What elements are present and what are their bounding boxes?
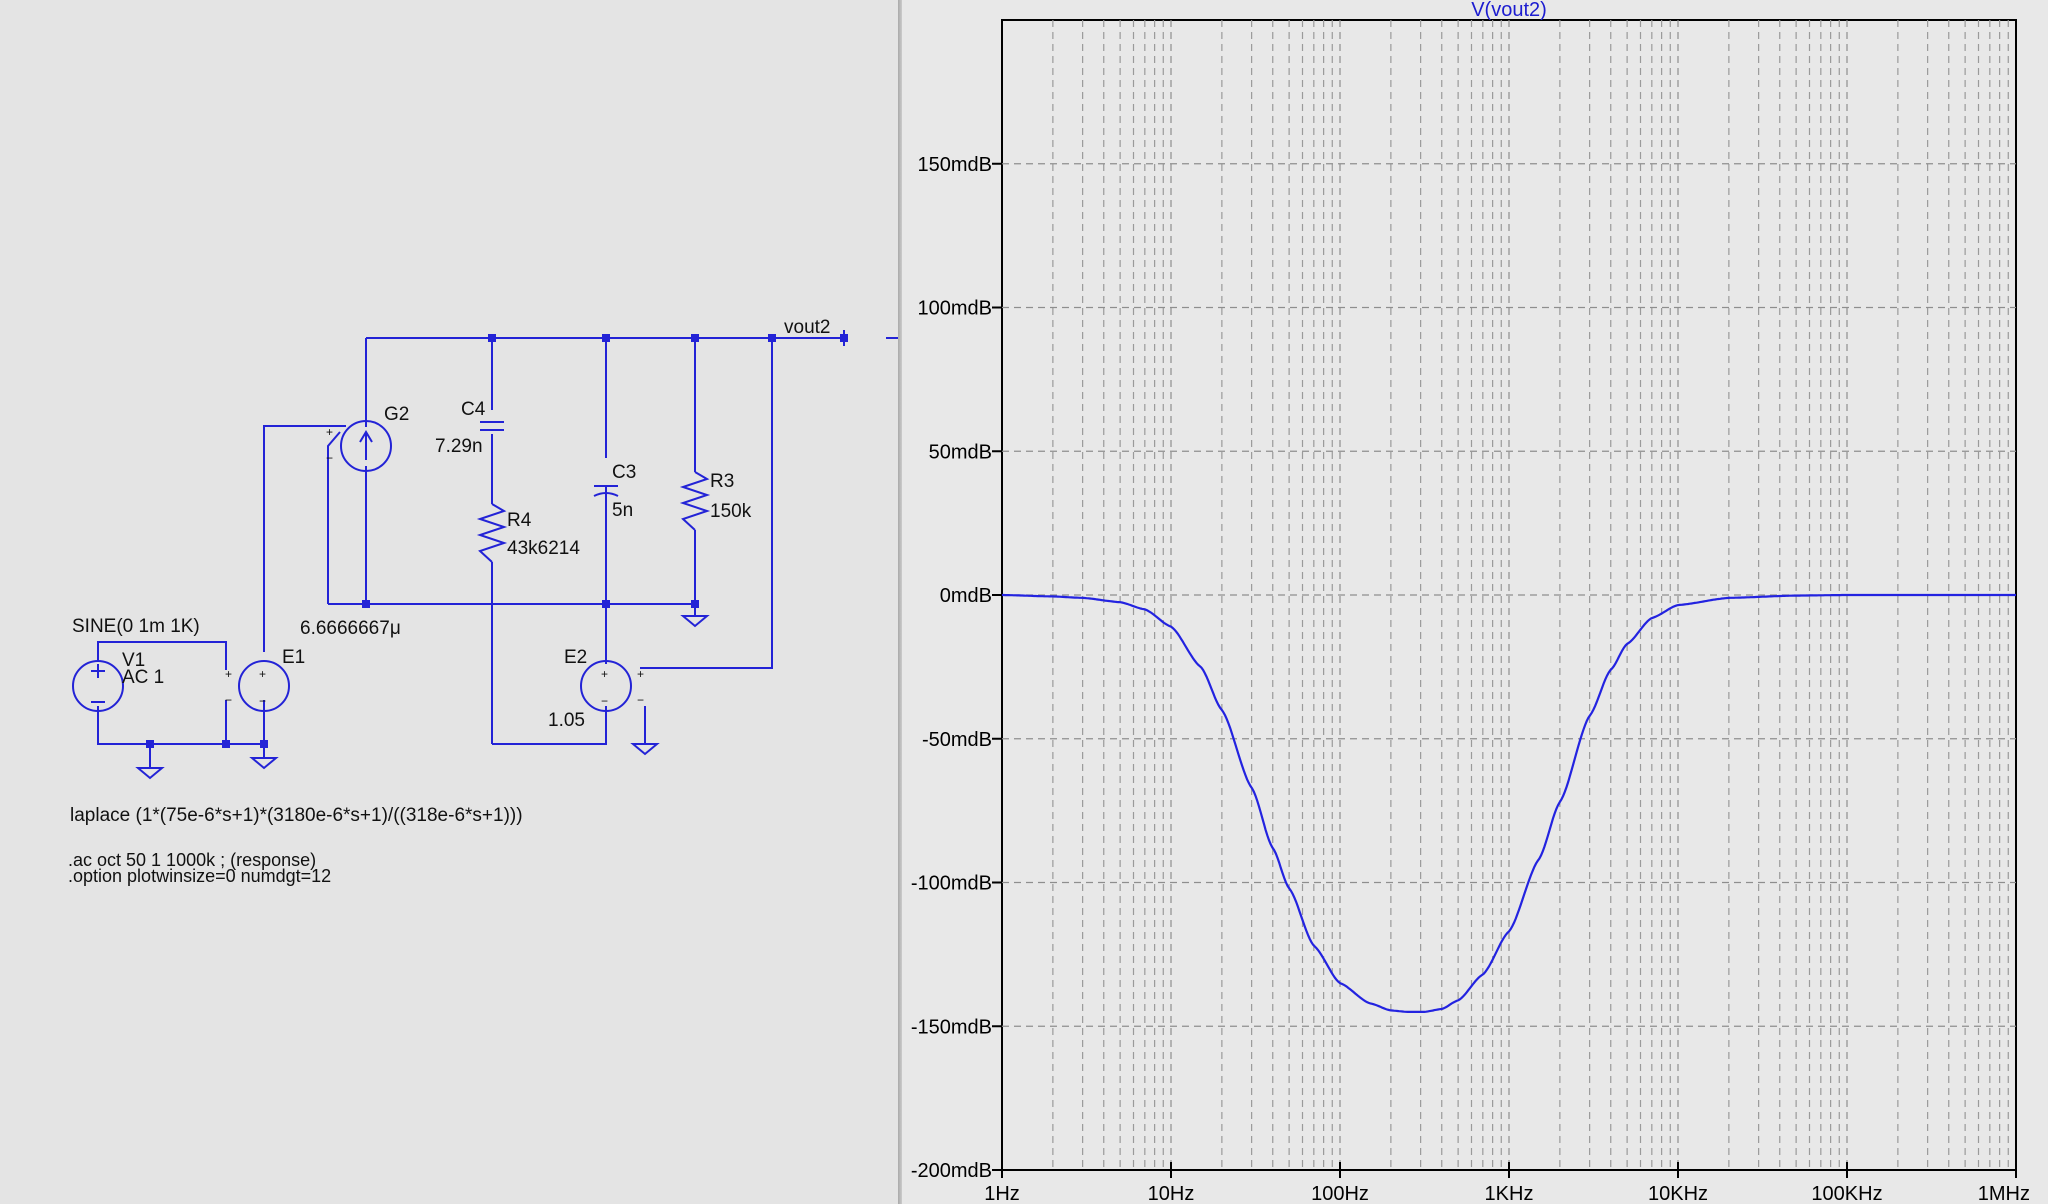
net-label-vout2[interactable]: vout2 <box>784 317 830 338</box>
x-tick-label: 10KHz <box>1648 1183 1708 1204</box>
x-tick-label: 10Hz <box>1148 1183 1195 1204</box>
y-tick-label: -200mdB <box>911 1160 992 1182</box>
svg-text:+: + <box>601 667 608 681</box>
directive-option[interactable]: .option plotwinsize=0 numdgt=12 <box>68 866 331 886</box>
r3-value: 150k <box>710 501 752 522</box>
e2-name: E2 <box>564 647 587 668</box>
e1-value: laplace (1*(75e-6*s+1)*(3180e-6*s+1)/((3… <box>70 805 523 826</box>
svg-text:−: − <box>601 694 608 708</box>
y-tick-label: -50mdB <box>922 729 992 751</box>
y-tick-label: 50mdB <box>929 441 992 463</box>
v1-voltage-source[interactable] <box>72 660 124 712</box>
trace-vout2[interactable] <box>1002 593 2016 1013</box>
r3-resistor[interactable] <box>679 471 711 531</box>
y-tick-label: 0mdB <box>940 585 992 607</box>
schematic-editor[interactable]: + − G2 6.6666667μ C4 7.29n R4 43k6214 C3… <box>0 0 900 1204</box>
g2-name: G2 <box>384 404 409 425</box>
svg-text:+: + <box>259 667 266 681</box>
y-tick-label: -100mdB <box>911 873 992 895</box>
wires <box>97 330 898 768</box>
r4-name: R4 <box>507 510 532 531</box>
svg-text:−: − <box>637 693 644 707</box>
svg-text:−: − <box>259 694 266 708</box>
e1-name: E1 <box>282 647 305 668</box>
plot-title[interactable]: V(vout2) <box>1471 0 1547 21</box>
g2-value: 6.6666667μ <box>300 618 401 639</box>
y-tick-label: 150mdB <box>918 154 993 176</box>
c4-name: C4 <box>461 399 486 420</box>
svg-text:+: + <box>225 667 232 681</box>
y-tick-label: -150mdB <box>911 1016 992 1038</box>
ground-symbols <box>135 604 710 780</box>
x-tick-label: 100KHz <box>1811 1183 1882 1204</box>
x-tick-label: 100Hz <box>1311 1183 1369 1204</box>
x-axis-labels: 1Hz 10Hz 100Hz 1KHz 10KHz 100KHz 1MHz <box>984 1183 2030 1204</box>
c4-capacitor[interactable] <box>480 421 504 431</box>
r4-resistor[interactable] <box>476 503 508 563</box>
x-tick-label: 1Hz <box>984 1183 1020 1204</box>
e1-vcvs[interactable]: + − + − <box>225 660 290 712</box>
r4-value: 43k6214 <box>507 538 580 559</box>
c3-capacitor[interactable] <box>593 485 619 497</box>
y-axis-labels: 150mdB 100mdB 50mdB 0mdB -50mdB -100mdB -150md… <box>911 154 992 1182</box>
directive-ac[interactable]: .ac oct 50 1 1000k ; (response) <box>68 850 316 870</box>
v1-value: SINE(0 1m 1K) <box>72 616 200 637</box>
axis-ticks <box>992 162 2017 1178</box>
svg-text:+: + <box>326 425 333 439</box>
e2-vcvs[interactable]: + − + − <box>580 660 644 712</box>
v1-ac: AC 1 <box>122 667 164 688</box>
svg-text:−: − <box>225 693 232 707</box>
c3-value: 5n <box>612 500 633 521</box>
x-tick-label: 1MHz <box>1978 1183 2030 1204</box>
svg-text:+: + <box>637 667 644 681</box>
r3-name: R3 <box>710 471 734 492</box>
g2-current-source[interactable]: + − <box>326 420 392 472</box>
svg-text:−: − <box>326 451 333 465</box>
c3-name: C3 <box>612 462 636 483</box>
c4-value: 7.29n <box>435 436 483 457</box>
x-tick-label: 1KHz <box>1485 1183 1534 1204</box>
e2-value: 1.05 <box>548 710 585 731</box>
y-tick-label: 100mdB <box>918 298 993 320</box>
v1-name: V1 <box>122 650 145 671</box>
